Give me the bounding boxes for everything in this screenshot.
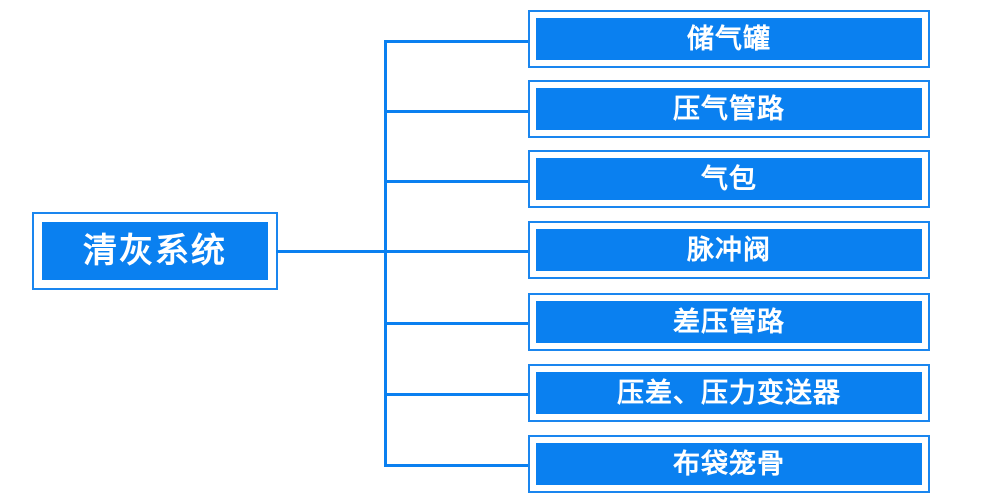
root-node[interactable]: 清灰系统 — [32, 212, 278, 290]
child-node-5-label: 差压管路 — [673, 306, 785, 338]
child-node-5-fill: 差压管路 — [536, 301, 922, 343]
root-node-label: 清灰系统 — [83, 231, 227, 271]
child-node-1-label: 储气罐 — [687, 23, 771, 55]
connector-root-to-trunk — [276, 250, 386, 253]
child-node-4-fill: 脉冲阀 — [536, 229, 922, 271]
connector-branch-5 — [384, 322, 530, 325]
child-node-4[interactable]: 脉冲阀 — [528, 221, 930, 279]
child-node-6-fill: 压差、压力变送器 — [536, 372, 922, 414]
child-node-7-label: 布袋笼骨 — [673, 448, 785, 480]
child-node-3[interactable]: 气包 — [528, 150, 930, 208]
child-node-6-label: 压差、压力变送器 — [617, 377, 841, 409]
child-node-4-label: 脉冲阀 — [687, 234, 771, 266]
child-node-7[interactable]: 布袋笼骨 — [528, 435, 930, 493]
child-node-3-label: 气包 — [701, 163, 757, 195]
connector-branch-4 — [384, 250, 530, 253]
child-node-7-fill: 布袋笼骨 — [536, 443, 922, 485]
root-node-fill: 清灰系统 — [42, 222, 268, 280]
child-node-1[interactable]: 储气罐 — [528, 10, 930, 68]
connector-branch-2 — [384, 110, 530, 113]
child-node-2-fill: 压气管路 — [536, 88, 922, 130]
connector-branch-6 — [384, 393, 530, 396]
connector-branch-7 — [384, 464, 530, 467]
child-node-2[interactable]: 压气管路 — [528, 80, 930, 138]
connector-branch-3 — [384, 180, 530, 183]
connector-branch-1 — [384, 40, 530, 43]
child-node-2-label: 压气管路 — [673, 93, 785, 125]
child-node-6[interactable]: 压差、压力变送器 — [528, 364, 930, 422]
child-node-3-fill: 气包 — [536, 158, 922, 200]
child-node-1-fill: 储气罐 — [536, 18, 922, 60]
child-node-5[interactable]: 差压管路 — [528, 293, 930, 351]
